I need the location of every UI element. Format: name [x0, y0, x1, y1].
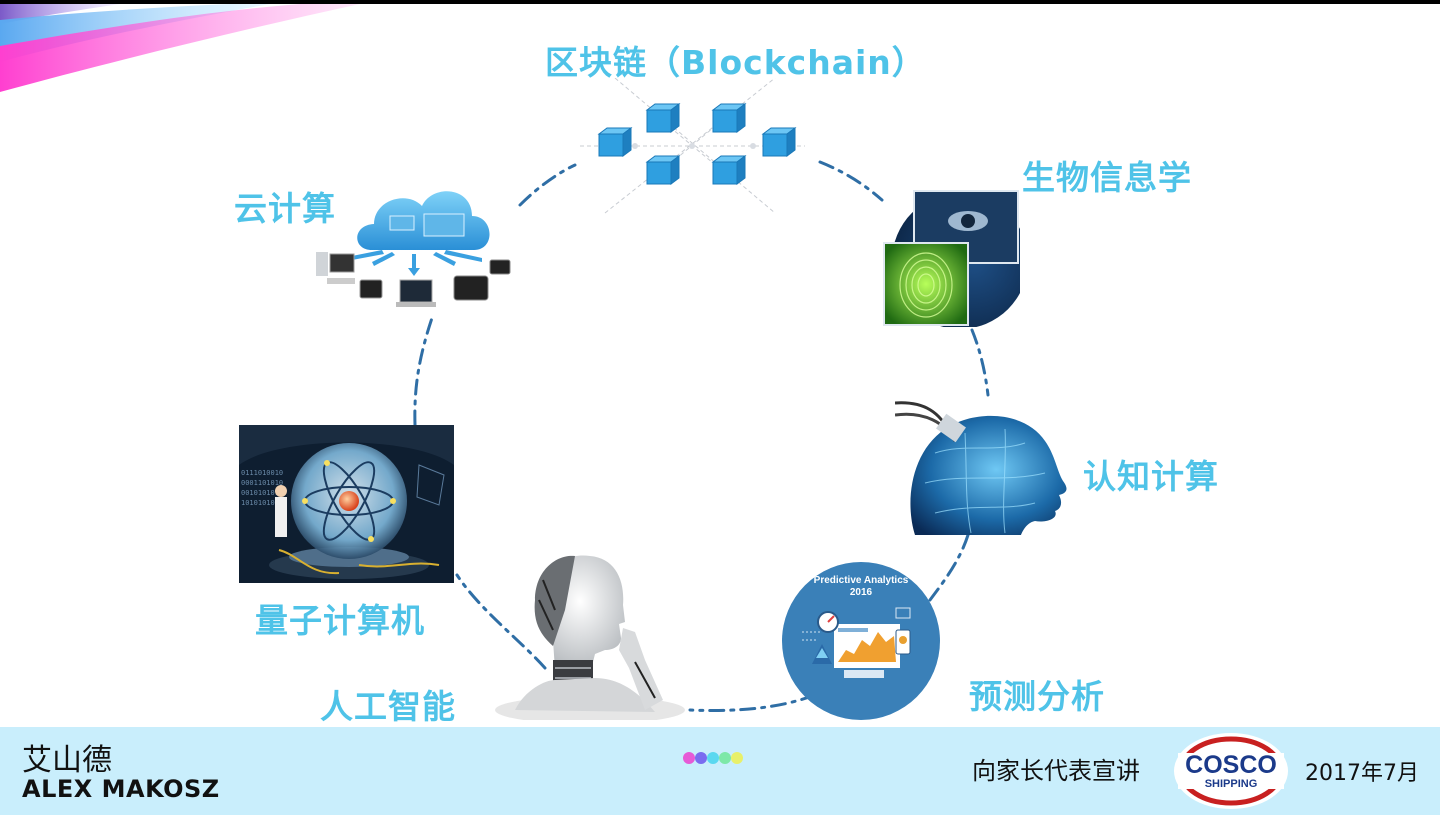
svg-text:0001101010: 0001101010: [241, 479, 283, 487]
slide-dots: [683, 752, 753, 766]
event-title: 向家长代表宣讲: [972, 757, 1140, 785]
analytics-dashboard-icon: [802, 607, 911, 678]
atom-icon: 0111010010 0001101010 0010101010 1010101001: [239, 425, 454, 583]
logo-shipping-text: SHIPPING: [1205, 778, 1258, 790]
label-blockchain: 区块链（Blockchain）: [545, 43, 926, 82]
svg-text:0010101010: 0010101010: [241, 489, 283, 497]
top-border: [0, 0, 1440, 4]
label-cognitive-computing: 认知计算: [1083, 457, 1219, 496]
svg-text:1010101001: 1010101001: [241, 499, 283, 507]
dot-3: [707, 752, 719, 764]
svg-text:0111010010: 0111010010: [241, 469, 283, 477]
label-bioinformatics: 生物信息学: [1022, 158, 1192, 197]
label-artificial-intelligence: 人工智能: [320, 687, 456, 726]
label-cloud-computing: 云计算: [234, 189, 336, 228]
presenter-name-chinese: 艾山德: [22, 743, 112, 778]
date-text: 2017年7月: [1305, 761, 1419, 786]
logo-cosco-text: COSCO: [1185, 751, 1277, 779]
dot-5: [731, 752, 743, 764]
dot-2: [695, 752, 707, 764]
label-predictive-analytics: 预测分析: [969, 677, 1105, 716]
cloud-computing-image: [316, 191, 511, 307]
predictive-analytics-image: Predictive Analytics 2016: [782, 562, 940, 720]
bioinformatics-image: [883, 190, 1020, 327]
label-quantum-computer: 量子计算机: [255, 601, 425, 640]
predictive-image-title: Predictive Analytics: [813, 575, 909, 586]
cosco-shipping-logo: COSCO SHIPPING: [1174, 733, 1288, 809]
dot-1: [683, 752, 695, 764]
cognitive-computing-image: [895, 401, 1067, 535]
predictive-image-year: 2016: [849, 587, 873, 598]
quantum-computer-image: 0111010010 0001101010 0010101010 1010101001: [239, 425, 454, 583]
decorative-swoosh: [0, 4, 360, 92]
blockchain-image: [580, 78, 805, 214]
footer-bar: 艾山德 ALEX MAKOSZ 向家长代表宣讲 COSCO SHIPPING 2…: [0, 727, 1440, 815]
dot-4: [719, 752, 731, 764]
artificial-intelligence-image: [495, 555, 685, 720]
presenter-name-english: ALEX MAKOSZ: [22, 775, 220, 803]
